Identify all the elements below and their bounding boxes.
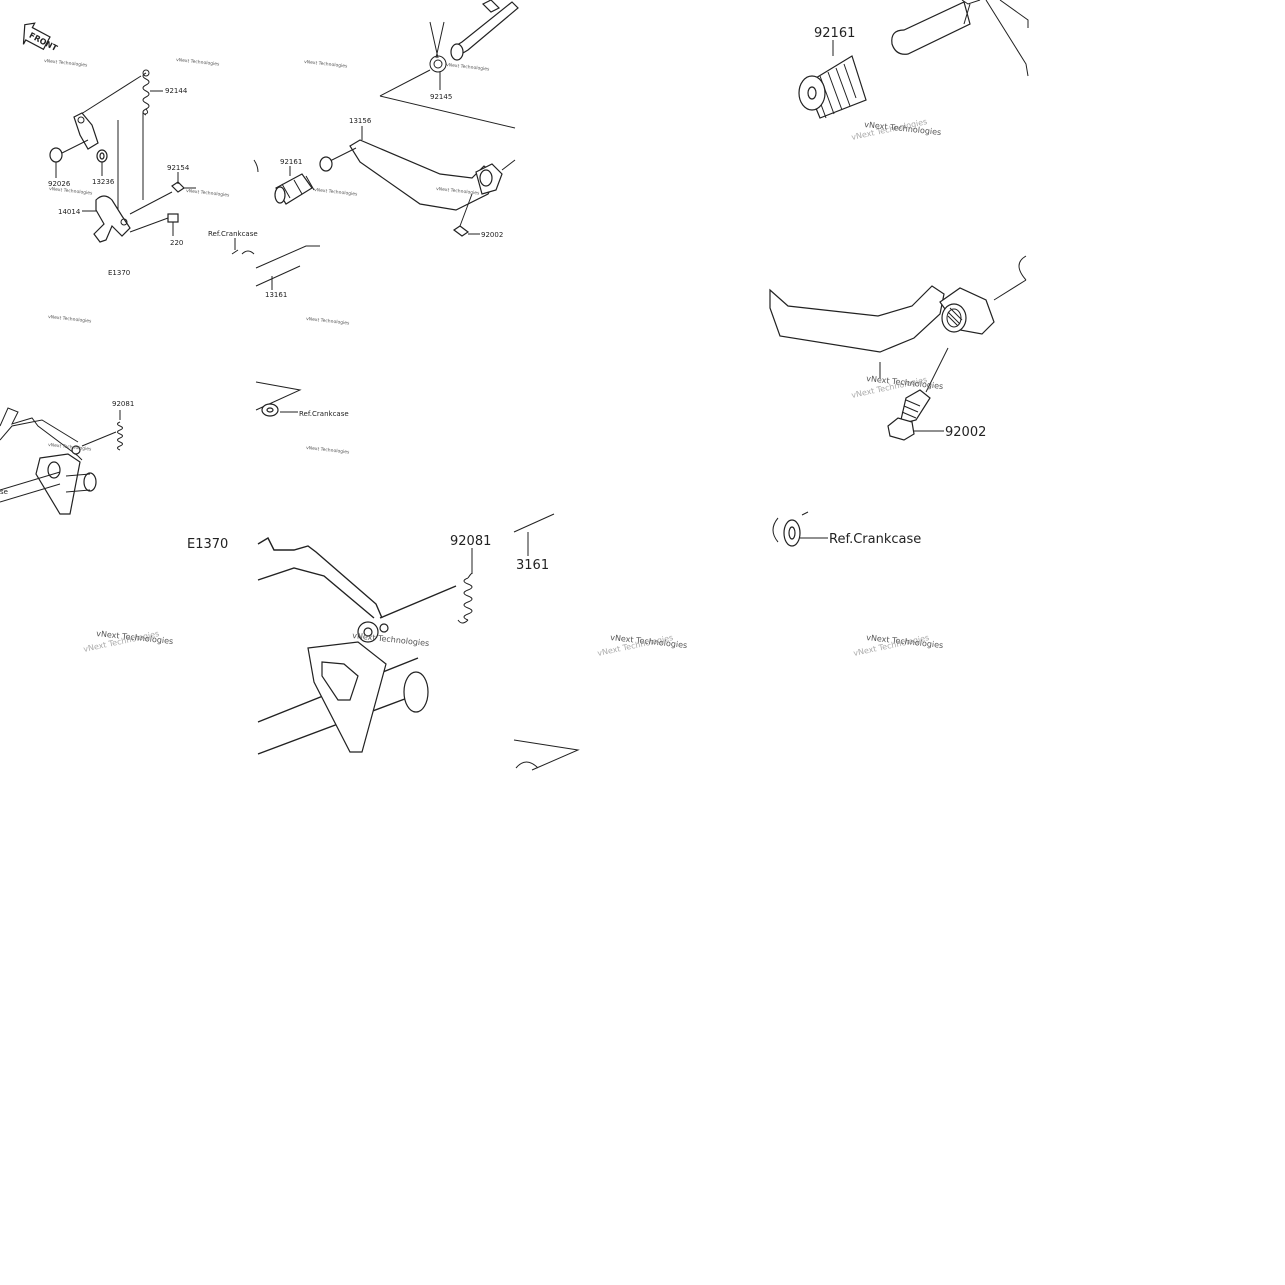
label-220: 220	[170, 239, 183, 247]
zoom-pedal-rubber-panel: 92161 vNext Technologies vNext Technolog…	[798, 0, 1029, 142]
label-14014: 14014	[58, 208, 81, 216]
label-92026: 92026	[48, 180, 71, 188]
label-ref-crankcase-large: Ref.Crankcase	[829, 532, 921, 547]
label-92154: 92154	[167, 164, 190, 172]
label-92161: 92161	[280, 158, 302, 166]
label-e1370: E1370	[108, 269, 130, 277]
label-92145: 92145	[430, 93, 452, 101]
watermark-small-group: vNext Technologies vNext Technologies vN…	[44, 57, 491, 456]
label-92081: 92081	[112, 400, 134, 408]
label-ref-crankcase-2: Ref.Crankcase	[299, 410, 349, 418]
label-13236: 13236	[92, 178, 115, 186]
watermark: vNext Technologies	[186, 188, 231, 199]
label-ref-crankcase-1: Ref.Crankcase	[208, 230, 258, 238]
label-13161: 13161	[265, 291, 287, 299]
watermark: vNext Technologies	[306, 316, 351, 327]
label-92081-large: 92081	[450, 534, 491, 549]
watermark: vNext Technologies	[44, 58, 89, 69]
watermark: vNext Technologies	[352, 631, 430, 648]
zoom-crankcase-panel: Ref.Crankcase vNext Technologies vNext T…	[772, 511, 944, 658]
label-92002: 92002	[481, 231, 503, 239]
label-92002-large: 92002	[945, 425, 986, 440]
shift-arm-assembly-small	[0, 407, 123, 515]
watermark: vNext Technologies	[176, 57, 221, 68]
overview-panel: FRONT	[0, 0, 519, 515]
label-3161-large: 3161	[516, 558, 549, 573]
crankcase-ref-upper	[231, 159, 320, 290]
watermark: vNext Technologies	[306, 445, 351, 456]
crankcase-ref-lower	[255, 381, 302, 417]
watermark: vNext Technologies	[304, 59, 349, 70]
label-edge-se: se	[0, 488, 8, 496]
watermark: vNext Technologies	[446, 62, 491, 73]
watermark: vNext Technologies	[48, 442, 93, 453]
zoom-pedal-bolt-panel: 92002 vNext Technologies vNext Technolog…	[769, 255, 1027, 441]
label-92144: 92144	[165, 87, 188, 95]
label-92161-large: 92161	[814, 26, 855, 41]
shift-linkage-assembly	[49, 69, 196, 243]
label-13156: 13156	[349, 117, 372, 125]
front-arrow-icon: FRONT	[22, 22, 59, 53]
watermark: vNext Technologies	[48, 314, 93, 325]
watermark: vNext Technologies	[314, 187, 359, 198]
zoom-shift-arm-panel: 92081 E1370 3161 vNext Technologies vNex…	[83, 513, 688, 771]
label-e1370-large: E1370	[187, 537, 228, 552]
watermark: vNext Technologies	[436, 186, 481, 197]
watermark: vNext Technologies	[49, 186, 94, 197]
shift-pedal-assembly	[274, 0, 519, 237]
